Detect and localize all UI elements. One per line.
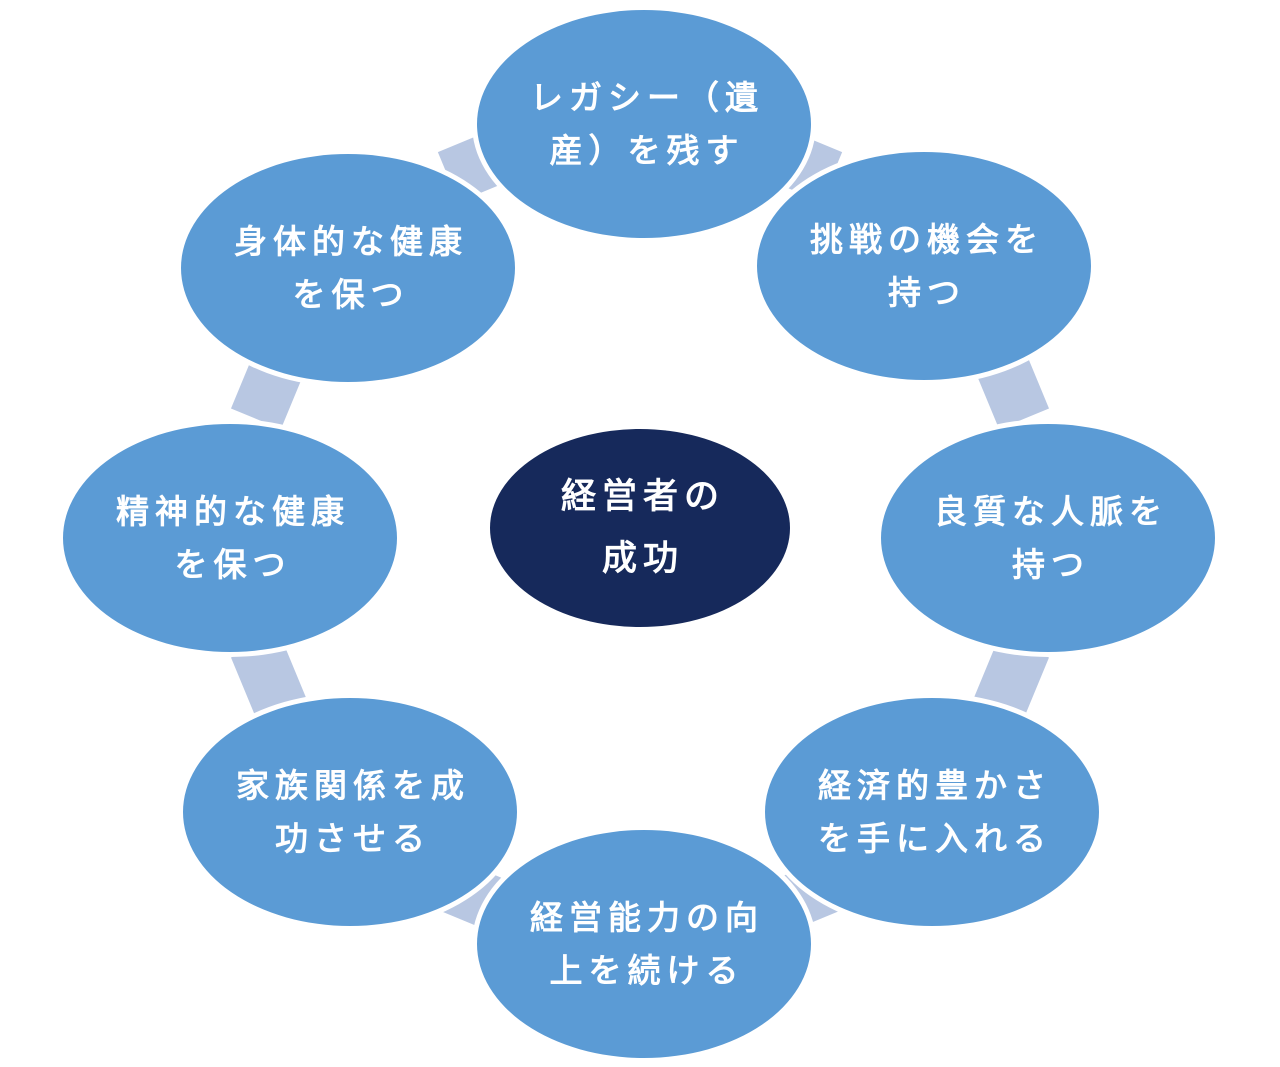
node-label-line1: 精神的な健康: [116, 493, 350, 530]
cycle-center-node: 経営者の 成功: [490, 429, 790, 627]
node-label-line2: 産）を残す: [549, 132, 745, 169]
cycle-node-legacy: レガシー（遺 産）を残す: [472, 5, 816, 243]
center-label-line1: 経営者の: [560, 477, 725, 516]
node-label-line2: を手に入れる: [818, 820, 1052, 857]
cycle-node-family: 家族関係を成 功させる: [178, 693, 522, 931]
node-label-line1: 経営能力の向: [530, 899, 764, 936]
node-label-line2: 持つ: [1012, 546, 1090, 583]
node-label-line2: 上を続ける: [549, 952, 745, 989]
node-label-line1: 経済的豊かさ: [818, 767, 1052, 804]
cycle-node-ability: 経営能力の向 上を続ける: [472, 825, 816, 1063]
node-label-line1: 身体的な健康: [234, 223, 468, 260]
node-label-line2: 持つ: [888, 274, 966, 311]
cycle-node-challenge: 挑戦の機会を 持つ: [752, 147, 1096, 385]
cycle-node-physical: 身体的な健康 を保つ: [176, 149, 520, 387]
node-label-line1: 挑戦の機会を: [810, 221, 1044, 258]
node-label-line1: 良質な人脈を: [934, 493, 1168, 530]
cycle-node-wealth: 経済的豊かさ を手に入れる: [760, 693, 1104, 931]
node-label-line2: を保つ: [292, 276, 410, 313]
cycle-node-mental: 精神的な健康 を保つ: [58, 419, 402, 657]
node-label-line1: レガシー（遺: [530, 79, 764, 116]
node-label-line1: 家族関係を成: [236, 767, 470, 804]
node-label-line2: を保つ: [174, 546, 292, 583]
cycle-node-network: 良質な人脈を 持つ: [876, 419, 1220, 657]
node-label-line2: 功させる: [275, 820, 431, 857]
center-label-line2: 成功: [601, 539, 684, 578]
